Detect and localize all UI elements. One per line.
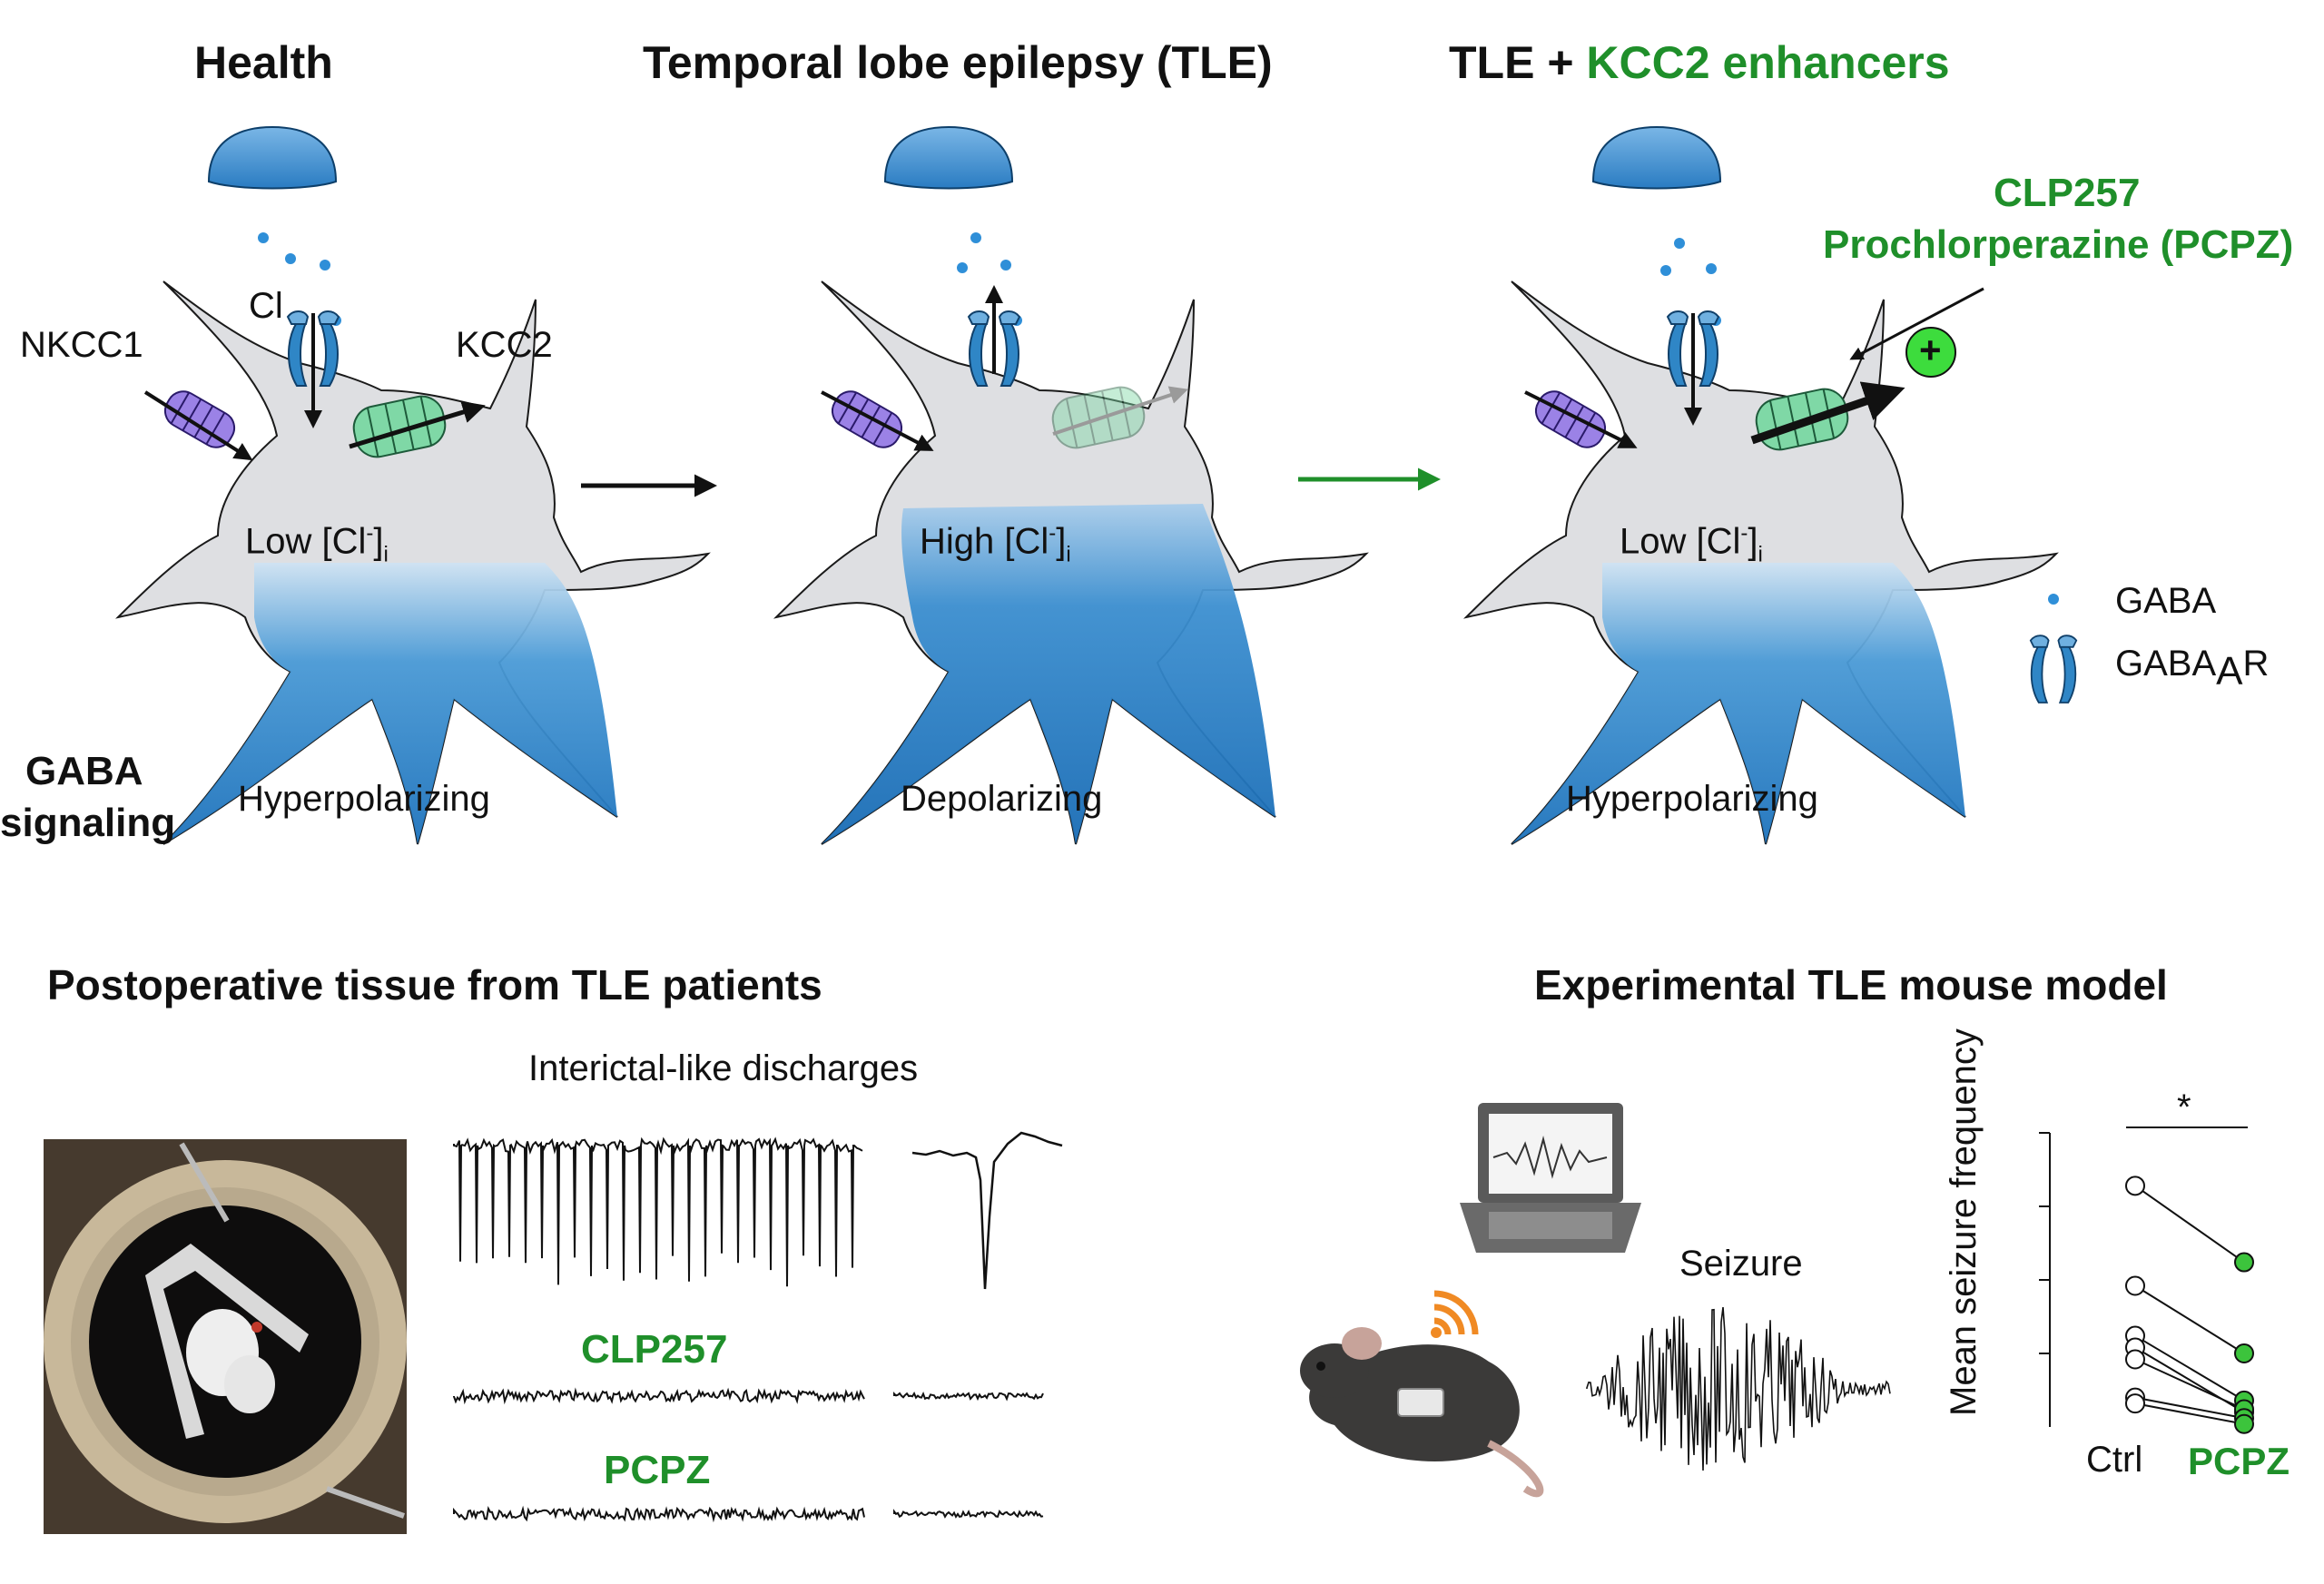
pcpz-trace bbox=[453, 1505, 1044, 1523]
nkcc1-arrow bbox=[821, 390, 934, 451]
kcc2-enhanced-arrow bbox=[1750, 381, 1905, 445]
pair-line bbox=[2134, 1396, 2245, 1420]
pair-line bbox=[2134, 1402, 2245, 1425]
drug-arrow bbox=[1849, 287, 1984, 360]
drug-label-1: CLP257 bbox=[1994, 171, 2141, 215]
interictal-zoom-trace bbox=[911, 1131, 1063, 1290]
chloride-level-tle: High [Cl-]i bbox=[920, 521, 1071, 567]
pcpz-point bbox=[2234, 1413, 2254, 1434]
clp257-label: CLP257 bbox=[581, 1327, 728, 1372]
kcc2-arrow-reduced bbox=[1052, 386, 1188, 436]
chloride-gradient bbox=[822, 504, 1275, 844]
pair-line bbox=[2134, 1358, 2245, 1411]
legend-receptor: GABAAR bbox=[2115, 644, 2270, 694]
title-green: KCC2 enhancers bbox=[1586, 37, 1950, 88]
pcpz-label: PCPZ bbox=[604, 1448, 711, 1492]
pcpz-point bbox=[2234, 1343, 2254, 1363]
neuron-tle bbox=[775, 280, 1367, 845]
gaba-legend-dot bbox=[2048, 594, 2059, 605]
nkcc1-label: NKCC1 bbox=[20, 325, 143, 365]
chloride-level-health: Low [Cl-]i bbox=[245, 521, 389, 567]
mouse-icon bbox=[1300, 1290, 1544, 1498]
gaba-signaling-label-1: GABA bbox=[25, 749, 143, 793]
signaling-health: Hyperpolarizing bbox=[238, 779, 490, 819]
neuron-health bbox=[117, 280, 709, 845]
nkcc1-arrow bbox=[1524, 390, 1638, 448]
trace-title: Interictal-like discharges bbox=[528, 1048, 919, 1088]
presynaptic-terminal bbox=[883, 125, 1014, 190]
nkcc1-arrow bbox=[143, 390, 253, 461]
panel-title-health: Health bbox=[194, 37, 333, 88]
tissue-section-title: Postoperative tissue from TLE patients bbox=[47, 961, 822, 1008]
ctrl-point bbox=[2125, 1349, 2145, 1370]
pair-line bbox=[2134, 1185, 2245, 1264]
seizure-chart bbox=[2039, 1127, 2254, 1434]
seizure-label: Seizure bbox=[1679, 1244, 1803, 1284]
ctrl-point bbox=[2125, 1275, 2145, 1296]
interictal-trace bbox=[453, 1136, 863, 1287]
signaling-tle: Depolarizing bbox=[901, 779, 1103, 819]
chloride-gradient bbox=[163, 563, 617, 844]
nkcc1-transporter bbox=[1529, 384, 1612, 455]
tissue-photo bbox=[44, 1139, 407, 1534]
chloride-label: Cl bbox=[249, 286, 283, 326]
signaling-treated: Hyperpolarizing bbox=[1566, 779, 1818, 819]
chloride-level-treated: Low [Cl-]i bbox=[1620, 521, 1763, 567]
gabaa-legend-icon bbox=[2029, 635, 2078, 703]
chart-xtick-ctrl: Ctrl bbox=[2086, 1440, 2143, 1480]
drug-label-2: Prochlorperazine (PCPZ) bbox=[1823, 222, 2294, 267]
chloride-gradient bbox=[1512, 563, 1965, 844]
pair-line bbox=[2134, 1284, 2245, 1354]
chart-ylabel: Mean seizure frequency bbox=[1944, 1028, 1984, 1416]
enhancer-plus-icon bbox=[1905, 327, 1956, 378]
clp257-trace bbox=[453, 1387, 1044, 1405]
mouse-section-title: Experimental TLE mouse model bbox=[1534, 961, 2168, 1008]
laptop-icon bbox=[1460, 1103, 1641, 1253]
kcc2-label: KCC2 bbox=[456, 325, 553, 365]
pair-line bbox=[2134, 1334, 2245, 1402]
ctrl-point bbox=[2125, 1176, 2145, 1196]
presynaptic-terminal bbox=[207, 125, 338, 190]
chart-xtick-pcpz: PCPZ bbox=[2188, 1440, 2290, 1482]
seizure-trace bbox=[1586, 1307, 1891, 1471]
chart-significance: * bbox=[2177, 1087, 2191, 1127]
panel-title-treated: TLE + KCC2 enhancers bbox=[1449, 36, 1950, 89]
neuron-treated bbox=[1465, 280, 2057, 845]
legend-gaba: GABA bbox=[2115, 581, 2217, 621]
gaba-signaling-label-2: signaling bbox=[0, 801, 176, 845]
title-prefix: TLE + bbox=[1449, 37, 1587, 88]
kcc2-arrow bbox=[349, 400, 486, 449]
plus-symbol: + bbox=[1919, 329, 1942, 371]
presynaptic-terminal bbox=[1591, 125, 1722, 190]
pcpz-point bbox=[2234, 1252, 2254, 1273]
ctrl-point bbox=[2125, 1393, 2145, 1414]
panel-title-tle: Temporal lobe epilepsy (TLE) bbox=[643, 37, 1273, 88]
nkcc1-transporter bbox=[825, 384, 909, 455]
